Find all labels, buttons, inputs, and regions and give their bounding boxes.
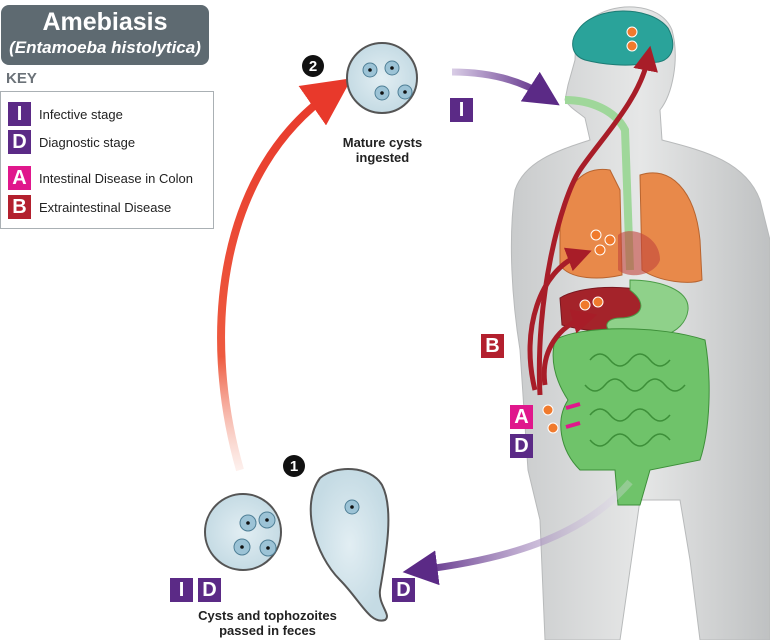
mature-cyst-ingested xyxy=(346,42,418,114)
key-label: KEY xyxy=(6,70,37,87)
ingestion-to-release-arrow xyxy=(217,78,352,472)
extraintestinal-spread-arrows xyxy=(527,45,658,396)
excretion-arrow xyxy=(402,479,633,586)
infective-badge: I xyxy=(8,102,31,126)
diagram-title: Amebiasis xyxy=(42,8,168,36)
diagnostic-badge: D xyxy=(8,130,31,154)
infective-badge-ingested: I xyxy=(450,98,473,122)
esophagus xyxy=(564,96,634,271)
diagnostic-badge-body: D xyxy=(510,434,533,458)
diagram-subtitle: (Entamoeba histolytica) xyxy=(9,38,201,57)
key-item-infective: I Infective stage xyxy=(8,102,123,126)
step-1-marker: 1 xyxy=(283,455,305,477)
caption-line: Mature cysts xyxy=(342,135,423,150)
brain xyxy=(572,10,674,66)
step-2-marker: 2 xyxy=(302,55,324,77)
key-item-label: Infective stage xyxy=(39,106,123,122)
ingestion-arrow xyxy=(451,68,560,106)
infective-badge-feces: I xyxy=(170,578,193,602)
key-item-label: Intestinal Disease in Colon xyxy=(39,170,193,186)
caption-line: Cysts and tophozoites xyxy=(198,608,337,623)
key-legend: I Infective stage D Diagnostic stage A Inte… xyxy=(0,91,214,229)
cyst-in-feces xyxy=(204,493,282,571)
diagnostic-badge-trophozoite: D xyxy=(392,578,415,602)
key-item-intestinal: A Intestinal Disease in Colon xyxy=(8,166,193,190)
intestine-coils xyxy=(584,353,686,447)
key-item-extraintestinal: B Extraintestinal Disease xyxy=(8,195,171,219)
intestinal-invasion-arrows xyxy=(565,402,581,429)
organism-name: Entamoeba histolytica xyxy=(14,38,196,57)
intestinal-badge-body: A xyxy=(510,405,533,429)
trophozoite-in-feces xyxy=(309,467,390,622)
diagnostic-badge-cyst: D xyxy=(198,578,221,602)
extraintestinal-badge-body: B xyxy=(481,334,504,358)
heart xyxy=(618,231,660,276)
key-item-label: Diagnostic stage xyxy=(39,134,136,150)
extraintestinal-badge: B xyxy=(8,195,31,219)
key-item-label: Extraintestinal Disease xyxy=(39,199,172,215)
trophozoite-dots xyxy=(542,26,638,434)
intestinal-badge: A xyxy=(8,166,31,190)
caption-line: ingested xyxy=(355,150,410,165)
intestines xyxy=(552,328,710,506)
title-box: Amebiasis (Entamoeba histolytica) xyxy=(1,5,209,65)
key-item-diagnostic: D Diagnostic stage xyxy=(8,130,135,154)
caption-line: passed in feces xyxy=(219,623,316,638)
